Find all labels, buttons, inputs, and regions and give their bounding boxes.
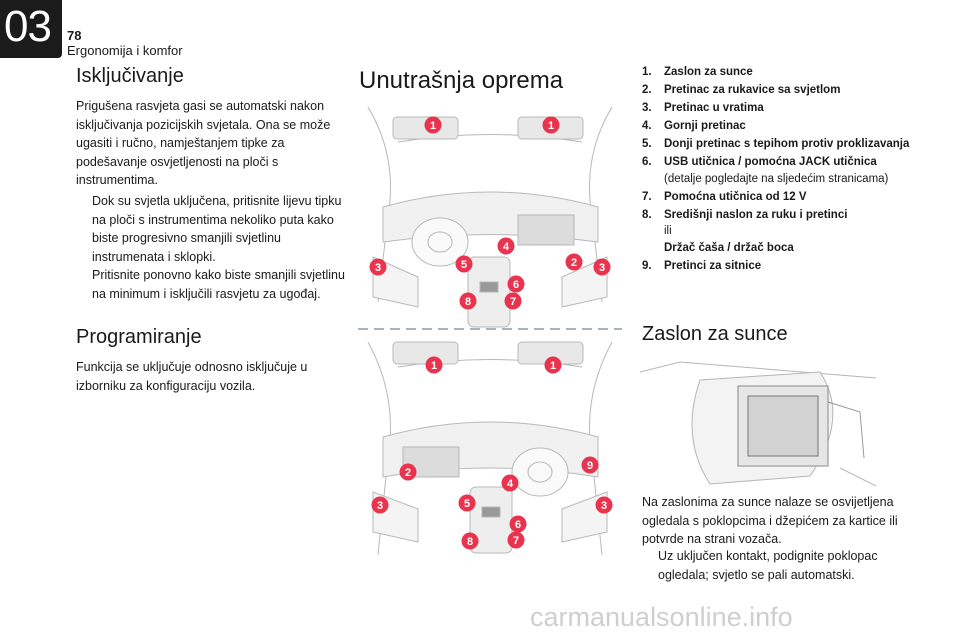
callout-number: 5 — [461, 259, 467, 271]
page-number: 78 — [67, 28, 82, 43]
watermark: carmanualsonline.info — [530, 602, 793, 632]
callout-number: 2 — [571, 257, 577, 269]
callout-number: 7 — [513, 535, 519, 547]
callout-circle — [542, 116, 560, 134]
paragraph-programiranje: Funkcija se uključuje odnosno isključuje… — [76, 360, 308, 393]
callout-number: 2 — [405, 467, 411, 479]
callout-circle — [424, 116, 442, 134]
callout-circle — [369, 258, 387, 276]
section-title: Ergonomija i komfor — [67, 43, 183, 58]
callout-circle — [399, 463, 417, 481]
callout-circle — [581, 456, 599, 474]
list-item: 9.Pretinci za sitnice — [642, 259, 762, 272]
bullet-text: Dok su svjetla uključena, pritisnite lij… — [92, 194, 342, 264]
heading-programiranje: Programiranje — [76, 326, 202, 348]
bullet-item: Dok su svjetla uključena, pritisnite lij… — [76, 192, 348, 266]
callout-number: 4 — [507, 478, 514, 490]
callout-number: 1 — [548, 120, 554, 132]
heading-iskljucivanje: Isključivanje — [76, 65, 184, 87]
interior-illustration: 1 1 2 3 3 4 5 6 7 8 1 1 2 3 3 4 5 6 7 8 9 — [358, 106, 622, 556]
heading-zaslon-za-sunce: Zaslon za sunce — [642, 323, 788, 345]
callout-circle — [595, 496, 613, 514]
callout-circle — [565, 253, 583, 271]
equipment-list: 1.Zaslon za sunce 2.Pretinac za rukavice… — [642, 64, 912, 276]
callout-number: 1 — [430, 120, 436, 132]
list-item: 4.Gornji pretinac — [642, 120, 746, 132]
bullet-item: Uz uključen kontakt, podignite poklopac … — [642, 547, 908, 584]
callout-circle — [501, 474, 519, 492]
callout-circle — [459, 292, 477, 310]
list-item: 3.Pretinac u vratima — [642, 102, 764, 114]
callout-circle — [509, 515, 527, 533]
bullet-text: Pritisnite ponovno kako biste smanjili s… — [92, 268, 345, 301]
list-item: 1.Zaslon za sunce — [642, 66, 753, 78]
callout-number: 6 — [515, 519, 521, 531]
callout-number: 8 — [465, 296, 471, 308]
callout-number: 1 — [431, 360, 437, 372]
callout-number: 4 — [503, 241, 510, 253]
callout-number: 1 — [550, 360, 556, 372]
callout-circle — [455, 255, 473, 273]
list-item: 2.Pretinac za rukavice sa svjetlom — [642, 84, 841, 96]
callout-number: 3 — [375, 262, 381, 274]
callout-number: 8 — [467, 536, 473, 548]
callout-circle — [544, 356, 562, 374]
bullet-item: Pritisnite ponovno kako biste smanjili s… — [76, 266, 348, 303]
heading-unutrasnja-oprema: Unutrašnja oprema — [359, 67, 564, 94]
sun-visor-illustration — [640, 361, 877, 486]
list-item: 6.USB utičnica / pomoćna JACK utičnica(d… — [642, 156, 889, 185]
callouts-top: 1 1 2 3 3 4 5 6 7 8 — [369, 116, 611, 310]
callout-number: 9 — [587, 460, 593, 472]
callout-circle — [507, 275, 525, 293]
callout-number: 7 — [510, 296, 516, 308]
callout-circle — [461, 532, 479, 550]
callout-circle — [458, 494, 476, 512]
callout-circle — [504, 292, 522, 310]
callout-number: 3 — [377, 500, 383, 512]
callout-circle — [425, 356, 443, 374]
list-item: 5.Donji pretinac s tepihom protiv prokli… — [642, 138, 910, 150]
callout-circle — [507, 531, 525, 549]
callout-number: 6 — [513, 279, 519, 291]
callout-circle — [371, 496, 389, 514]
chapter-tab: 03 — [0, 0, 62, 58]
bullet-text: Uz uključen kontakt, podignite poklopac … — [658, 549, 878, 582]
callout-circle — [593, 258, 611, 276]
callout-number: 5 — [464, 498, 470, 510]
callout-circle — [497, 237, 515, 255]
callout-number: 3 — [599, 262, 605, 274]
list-item: 7.Pomoćna utičnica od 12 V — [642, 190, 807, 203]
callouts-bottom: 1 1 2 3 3 4 5 6 7 8 9 — [371, 356, 613, 550]
paragraph-iskljucivanje: Prigušena rasvjeta gasi se automatski na… — [76, 99, 331, 187]
chapter-number: 03 — [4, 2, 52, 51]
callout-number: 3 — [601, 500, 607, 512]
paragraph-zaslon: Na zaslonima za sunce nalaze se osvijetl… — [642, 495, 898, 546]
